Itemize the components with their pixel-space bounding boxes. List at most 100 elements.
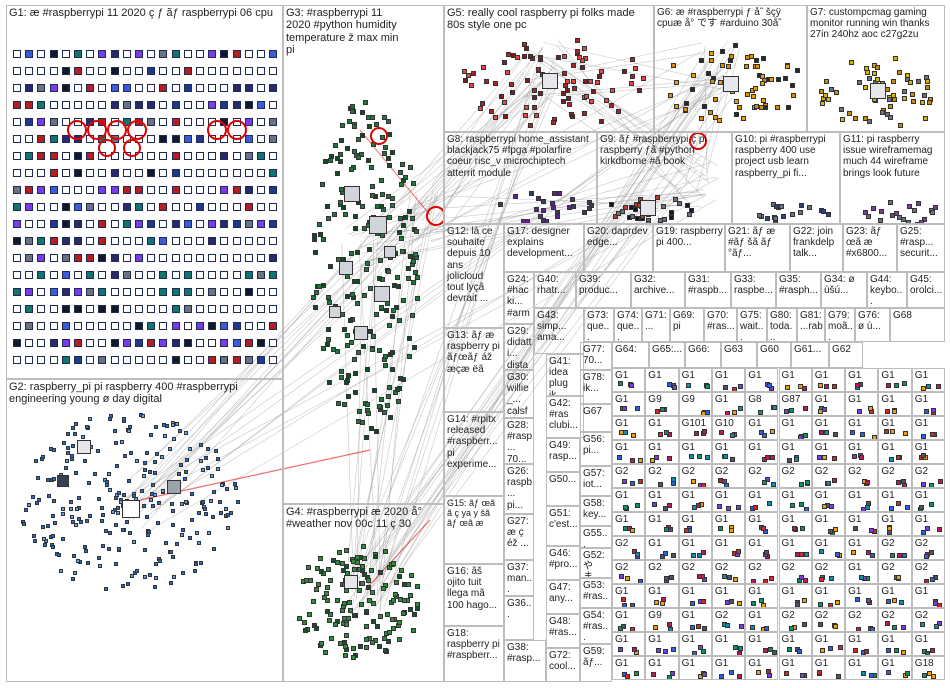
graph-node[interactable]	[929, 210, 935, 216]
graph-node[interactable]	[348, 167, 354, 173]
graph-node[interactable]	[332, 211, 338, 217]
graph-node[interactable]	[269, 203, 278, 211]
group-cell[interactable]: G1	[811, 584, 846, 608]
group-cell[interactable]: G1	[711, 368, 746, 392]
graph-node[interactable]	[734, 112, 740, 118]
graph-node[interactable]	[211, 489, 216, 494]
graph-node[interactable]	[556, 54, 562, 60]
graph-node[interactable]	[869, 672, 875, 678]
graph-node[interactable]	[889, 212, 895, 218]
graph-node[interactable]	[25, 254, 34, 262]
graph-node[interactable]	[891, 597, 897, 603]
group-cell[interactable]: G2	[678, 464, 712, 488]
graph-node[interactable]	[359, 564, 365, 570]
graph-node[interactable]	[786, 646, 792, 652]
graph-node[interactable]	[61, 67, 70, 75]
graph-node[interactable]	[772, 220, 778, 223]
graph-node[interactable]	[335, 597, 341, 603]
graph-node[interactable]	[696, 502, 702, 508]
group-cell[interactable]: G2	[711, 608, 746, 632]
graph-node[interactable]	[110, 203, 119, 211]
graph-node[interactable]	[109, 414, 114, 419]
graph-node[interactable]	[769, 575, 775, 581]
graph-node[interactable]	[37, 118, 46, 126]
graph-node[interactable]	[147, 339, 156, 347]
graph-node[interactable]	[930, 674, 936, 679]
group-g37[interactable]: G37: man...	[504, 560, 534, 596]
graph-node[interactable]	[763, 578, 769, 583]
graph-node[interactable]	[370, 640, 376, 646]
graph-node[interactable]	[586, 206, 592, 212]
graph-node[interactable]	[86, 101, 95, 109]
graph-node[interactable]	[232, 237, 241, 245]
graph-node[interactable]	[147, 203, 156, 211]
graph-node[interactable]	[879, 208, 885, 214]
graph-node[interactable]	[835, 552, 840, 558]
graph-node[interactable]	[370, 618, 376, 624]
graph-node[interactable]	[66, 446, 71, 451]
graph-node[interactable]	[400, 177, 406, 183]
graph-node[interactable]	[697, 454, 702, 460]
graph-node[interactable]	[159, 339, 168, 347]
graph-node[interactable]	[862, 116, 868, 122]
graph-node[interactable]	[363, 608, 369, 614]
graph-node[interactable]	[159, 67, 168, 75]
group-cell[interactable]: G1	[845, 512, 879, 536]
graph-node[interactable]	[147, 186, 156, 194]
graph-node[interactable]	[390, 560, 396, 566]
group-cell[interactable]: G1	[778, 584, 812, 608]
graph-node[interactable]	[61, 84, 70, 92]
graph-node[interactable]	[929, 482, 935, 487]
graph-node[interactable]	[697, 574, 703, 580]
graph-node[interactable]	[554, 209, 560, 215]
graph-node[interactable]	[196, 67, 204, 75]
graph-node[interactable]	[171, 288, 180, 296]
graph-node[interactable]	[802, 577, 808, 583]
group-cell[interactable]: G2	[811, 608, 846, 632]
graph-node[interactable]	[147, 50, 156, 58]
graph-node[interactable]	[904, 671, 910, 677]
group-cell[interactable]: G1	[612, 512, 646, 536]
graph-node[interactable]	[905, 505, 911, 511]
graph-node[interactable]	[13, 50, 21, 58]
graph-node[interactable]	[655, 409, 661, 415]
graph-node[interactable]	[745, 91, 751, 97]
graph-node[interactable]	[893, 55, 899, 61]
graph-node[interactable]	[375, 624, 381, 630]
graph-node[interactable]	[824, 429, 830, 435]
group-g54[interactable]: G54: #ras...	[580, 608, 612, 644]
group-g66[interactable]: G66:	[685, 342, 721, 368]
graph-node[interactable]	[97, 556, 102, 561]
graph-node[interactable]	[183, 135, 192, 143]
graph-node[interactable]	[864, 70, 870, 76]
graph-node[interactable]	[208, 101, 217, 109]
graph-node[interactable]	[49, 203, 58, 211]
avatar[interactable]	[374, 286, 390, 302]
group-cell[interactable]: G1	[745, 416, 779, 440]
graph-node[interactable]	[69, 506, 74, 511]
graph-node[interactable]	[326, 327, 332, 333]
graph-node[interactable]	[609, 103, 615, 109]
group-cell[interactable]: G1	[745, 632, 779, 656]
graph-node[interactable]	[556, 190, 562, 196]
graph-node[interactable]	[764, 625, 770, 631]
graph-node[interactable]	[832, 478, 838, 484]
graph-node[interactable]	[923, 74, 929, 80]
graph-node[interactable]	[590, 89, 596, 95]
group-cell[interactable]: G1	[645, 368, 679, 392]
graph-node[interactable]	[171, 203, 180, 211]
graph-node[interactable]	[817, 455, 823, 461]
group-cell[interactable]: G1	[811, 632, 846, 656]
group-cell[interactable]: G1	[911, 584, 945, 608]
graph-node[interactable]	[196, 203, 204, 211]
graph-node[interactable]	[743, 63, 749, 69]
avatar[interactable]	[369, 216, 387, 234]
graph-node[interactable]	[371, 600, 377, 606]
graph-node[interactable]	[354, 301, 360, 307]
graph-node[interactable]	[828, 87, 834, 93]
graph-node[interactable]	[668, 626, 674, 631]
graph-node[interactable]	[368, 567, 374, 573]
graph-node[interactable]	[107, 546, 112, 551]
graph-node[interactable]	[509, 90, 515, 96]
graph-node[interactable]	[853, 647, 859, 653]
